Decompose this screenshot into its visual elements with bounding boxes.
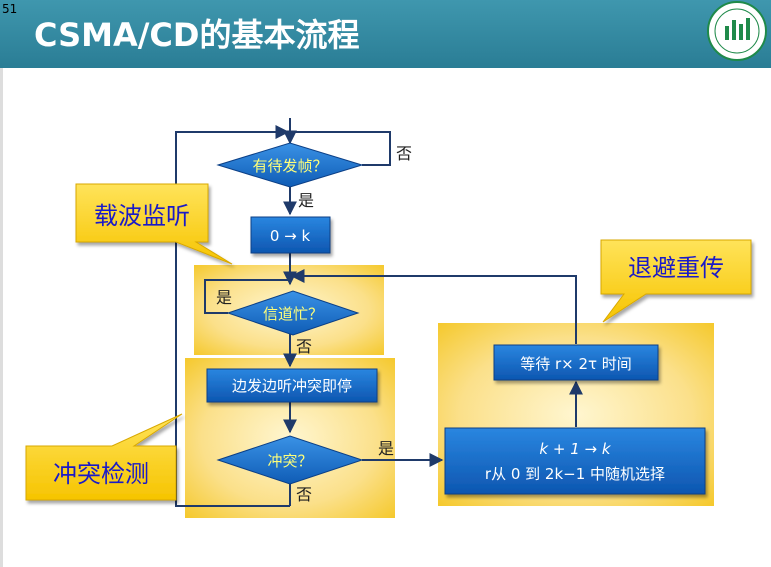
yes-label-frame: 是 xyxy=(298,191,314,210)
callout-carrier-sense xyxy=(75,183,233,265)
title-bar xyxy=(0,0,771,68)
callout-collision-detect-label: 冲突检测 xyxy=(53,460,149,488)
callout-backoff xyxy=(600,239,752,323)
yes-label-collision: 是 xyxy=(378,439,394,458)
increment-line1: k + 1 → k xyxy=(539,440,611,458)
init-counter-label: 0 → k xyxy=(270,227,311,245)
no-label-busy: 否 xyxy=(296,337,312,356)
increment-box xyxy=(444,427,706,495)
no-label-collision: 否 xyxy=(296,485,312,504)
no-label-top: 否 xyxy=(396,144,412,163)
decision-collision xyxy=(216,435,364,485)
arrow-retry xyxy=(290,269,577,344)
decision-busy-label: 信道忙？ xyxy=(263,305,323,323)
decision-frame-pending xyxy=(216,142,364,188)
decision-frame-label: 有待发帧？ xyxy=(252,157,327,175)
send-listen-box xyxy=(206,368,378,403)
send-listen-label: 边发边听冲突即停 xyxy=(232,377,352,395)
university-logo-icon xyxy=(707,1,767,61)
callout-carrier-sense-label: 载波监听 xyxy=(94,202,190,230)
slide-number: 51 xyxy=(2,2,18,16)
callout-collision-detect xyxy=(25,413,183,501)
wait-label: 等待 r× 2τ 时间 xyxy=(520,355,632,373)
loop-busy-yes xyxy=(204,279,288,314)
yes-label-busy: 是 xyxy=(216,288,232,307)
decision-collision-label: 冲突？ xyxy=(267,452,312,470)
page-title: CSMA/CD的基本流程 xyxy=(34,16,360,54)
callout-backoff-label: 退避重传 xyxy=(628,254,724,282)
increment-line2: r从 0 到 2k−1 中随机选择 xyxy=(485,465,665,483)
loop-success-return xyxy=(175,125,290,507)
left-edge xyxy=(0,68,3,567)
wait-box xyxy=(493,344,659,381)
decision-channel-busy xyxy=(226,290,360,336)
loop-no-frame xyxy=(292,131,391,166)
init-counter-box xyxy=(250,216,331,254)
